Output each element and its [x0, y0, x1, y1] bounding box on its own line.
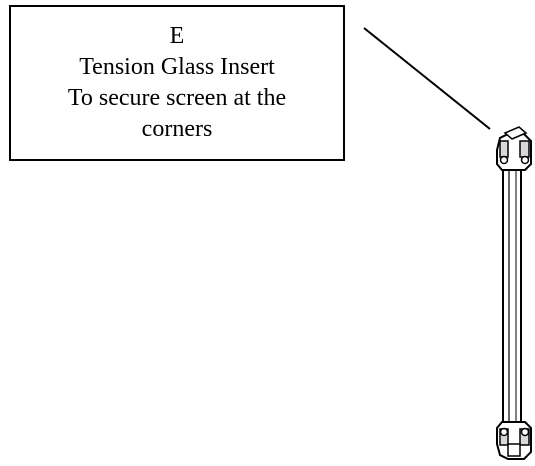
- callout-box: E Tension Glass Insert To secure screen …: [9, 5, 345, 161]
- leader-line: [363, 27, 491, 130]
- part-purpose-line-2: corners: [141, 116, 213, 142]
- part-name: Tension Glass Insert: [79, 54, 275, 80]
- tension-glass-insert-part: [496, 126, 532, 460]
- insert-rail: [502, 159, 522, 433]
- top-corner-bracket: [496, 126, 532, 171]
- part-purpose-line-1: To secure screen at the: [67, 85, 287, 111]
- bottom-corner-bracket: [496, 421, 532, 460]
- part-letter: E: [169, 23, 185, 49]
